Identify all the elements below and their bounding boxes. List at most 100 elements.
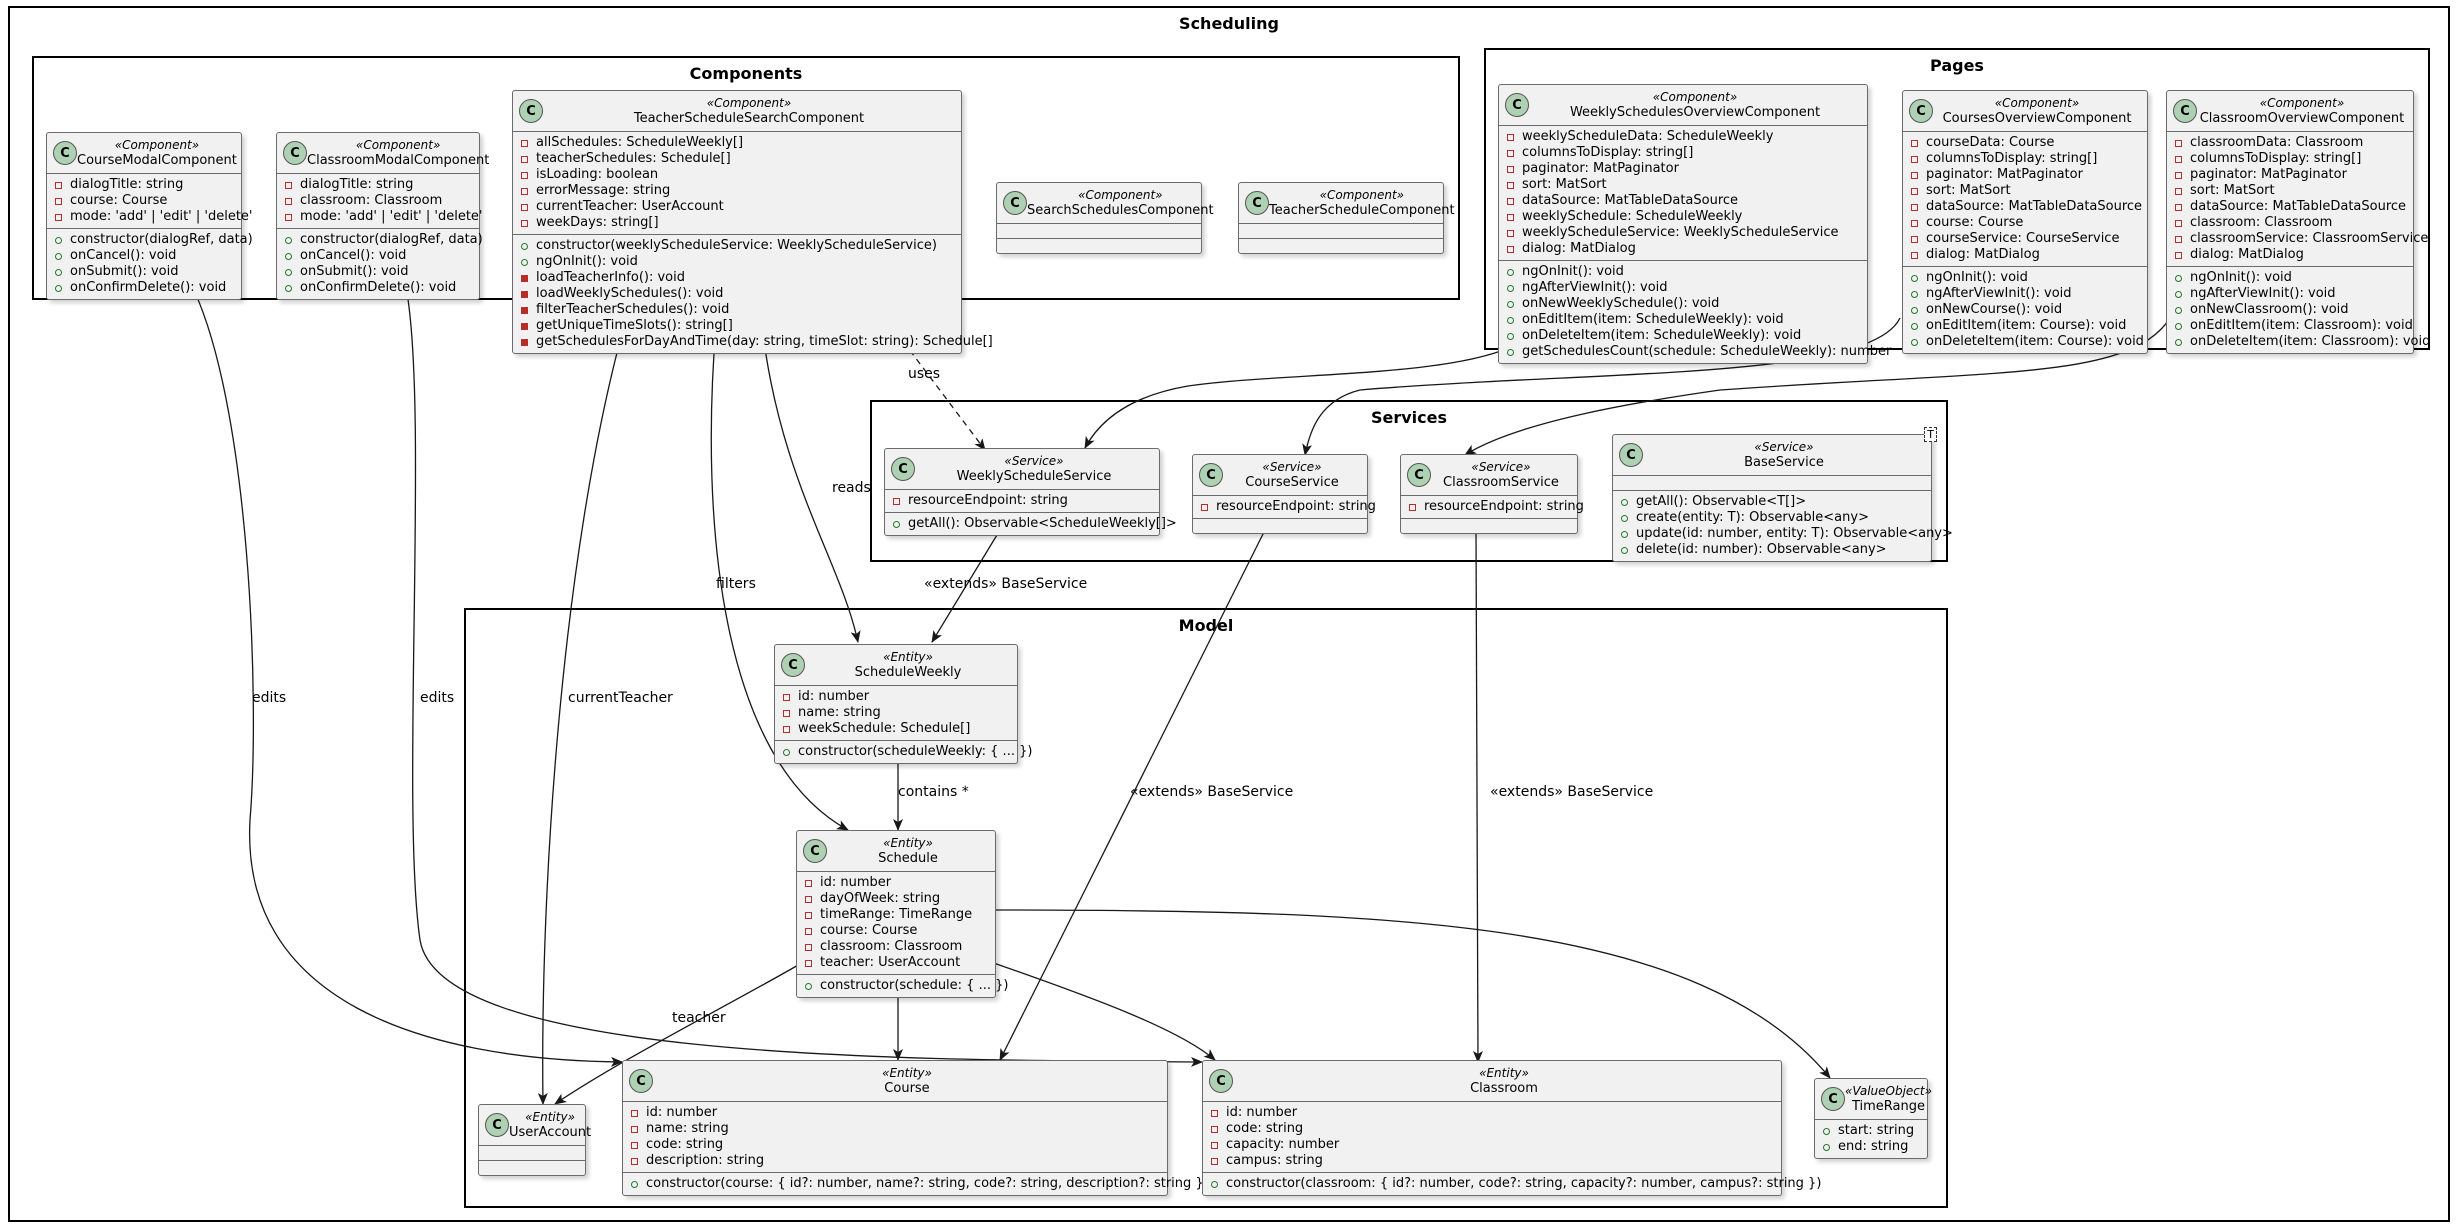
private-visibility-icon [1911, 219, 1918, 227]
class-weekly-schedules-overview-component[interactable]: C«Component»WeeklySchedulesOverviewCompo… [1498, 84, 1891, 364]
class-stereotype: «Service» [1754, 440, 1814, 454]
method: onCancel(): void [55, 248, 233, 264]
attribute: weeklyScheduleData: ScheduleWeekly [1507, 129, 1859, 145]
edge-extends-classroom [1472, 529, 1483, 1063]
member-text: constructor(scheduleWeekly: { ... }) [798, 744, 1033, 759]
public-visibility-icon [1507, 332, 1514, 340]
class-stereotype: «Component» [1652, 90, 1738, 104]
class-teacher-schedule-search-component[interactable]: C«Component»TeacherScheduleSearchCompone… [512, 90, 993, 354]
attribute: code: string [1211, 1121, 1773, 1137]
public-visibility-icon [1507, 316, 1514, 324]
class-c-icon: C [519, 99, 543, 123]
attribute: campus: string [1211, 1153, 1773, 1169]
public-visibility-icon [55, 252, 62, 260]
class-search-schedules-component[interactable]: C«Component»SearchSchedulesComponent [996, 182, 1214, 254]
class-teacher-schedule-component[interactable]: C«Component»TeacherScheduleComponent [1238, 182, 1455, 254]
class-name: Schedule [878, 851, 938, 866]
private-visibility-icon [521, 155, 528, 163]
private-visibility-icon [2175, 155, 2182, 163]
class-stereotype: «Service» [1471, 460, 1531, 474]
method: onEditItem(item: ScheduleWeekly): void [1507, 312, 1859, 328]
class-stereotype: «Entity» [883, 836, 933, 850]
private-visibility-icon [1507, 245, 1514, 253]
member-text: course: Course [820, 923, 918, 938]
private-visibility-icon [631, 1141, 638, 1149]
attribute: id: number [1211, 1105, 1773, 1121]
class-header: C«Component»SearchSchedulesComponent [997, 183, 1214, 224]
attribute: paginator: MatPaginator [2175, 167, 2405, 183]
member-text: onDeleteItem(item: ScheduleWeekly): void [1522, 328, 1802, 343]
public-visibility-icon [285, 268, 292, 276]
private-visibility-icon [1507, 149, 1514, 157]
attribute: isLoading: boolean [521, 167, 953, 183]
private-visibility-icon [1911, 171, 1918, 179]
class-courses-overview-component[interactable]: C«Component»CoursesOverviewComponent cour… [1902, 90, 2148, 354]
member-text: getAll(): Observable<T[]> [1636, 494, 1807, 509]
public-visibility-icon [631, 1180, 638, 1188]
member-text: courseService: CourseService [1926, 231, 2120, 246]
attribute: timeRange: TimeRange [805, 907, 987, 923]
edge-schedule-timerange [984, 909, 1831, 1079]
private-visibility-icon [1911, 187, 1918, 195]
private-visibility-icon [1507, 197, 1514, 205]
methods-section: getAll(): Observable<ScheduleWeekly[]> [885, 513, 1177, 535]
member-text: teacher: UserAccount [820, 955, 961, 970]
methods-section: constructor(schedule: { ... }) [797, 975, 1008, 997]
private-visibility-icon [805, 879, 812, 887]
member-text: constructor(dialogRef, data) [300, 232, 483, 247]
public-visibility-icon [1507, 268, 1514, 276]
member-text: classroomData: Classroom [2190, 135, 2364, 150]
method: update(id: number, entity: T): Observabl… [1621, 526, 1953, 542]
member-text: resourceEndpoint: string [1216, 499, 1376, 514]
class-header: C«Component»CoursesOverviewComponent [1903, 91, 2147, 132]
class-stereotype: «Entity» [1479, 1066, 1529, 1080]
member-text: onConfirmDelete(): void [300, 280, 457, 295]
member-text: onNewClassroom(): void [2190, 302, 2349, 317]
methods-section [1193, 519, 1367, 533]
method: onConfirmDelete(): void [55, 280, 233, 296]
member-text: errorMessage: string [536, 183, 671, 198]
method: onSubmit(): void [285, 264, 471, 280]
private-visibility-icon [805, 895, 812, 903]
member-text: onEditItem(item: Course): void [1926, 318, 2127, 333]
class-user-account[interactable]: C«Entity»UserAccount [478, 1104, 591, 1176]
member-text: columnsToDisplay: string[] [1926, 151, 2098, 166]
private-visibility-icon [285, 213, 292, 221]
class-header: C«Entity»Schedule [797, 831, 995, 872]
member-text: ngOnInit(): void [1926, 270, 2028, 285]
class-stereotype: «Service» [1262, 460, 1322, 474]
edge-edits-classroom [404, 281, 1203, 1067]
class-name: CourseModalComponent [77, 153, 237, 168]
package-scheduling: Scheduling [8, 6, 2450, 1222]
methods-section [1239, 239, 1443, 253]
class-c-icon: C [283, 141, 307, 165]
class-stereotype: «Component» [1319, 188, 1405, 202]
class-header: C«Entity»Classroom [1203, 1061, 1781, 1102]
attribute: course: Course [1911, 215, 2139, 231]
private-visibility-icon [631, 1109, 638, 1117]
class-header: C«Service»WeeklyScheduleService [885, 449, 1159, 490]
attribute: capacity: number [1211, 1137, 1773, 1153]
class-c-icon: C [891, 457, 915, 481]
methods-section [997, 239, 1201, 253]
attribute: mode: 'add' | 'edit' | 'delete' [55, 209, 253, 225]
method: onDeleteItem(item: ScheduleWeekly): void [1507, 328, 1859, 344]
public-visibility-icon [805, 982, 812, 990]
member-text: onDeleteItem(item: Classroom): void [2190, 334, 2431, 349]
private-visibility-icon [783, 725, 790, 733]
